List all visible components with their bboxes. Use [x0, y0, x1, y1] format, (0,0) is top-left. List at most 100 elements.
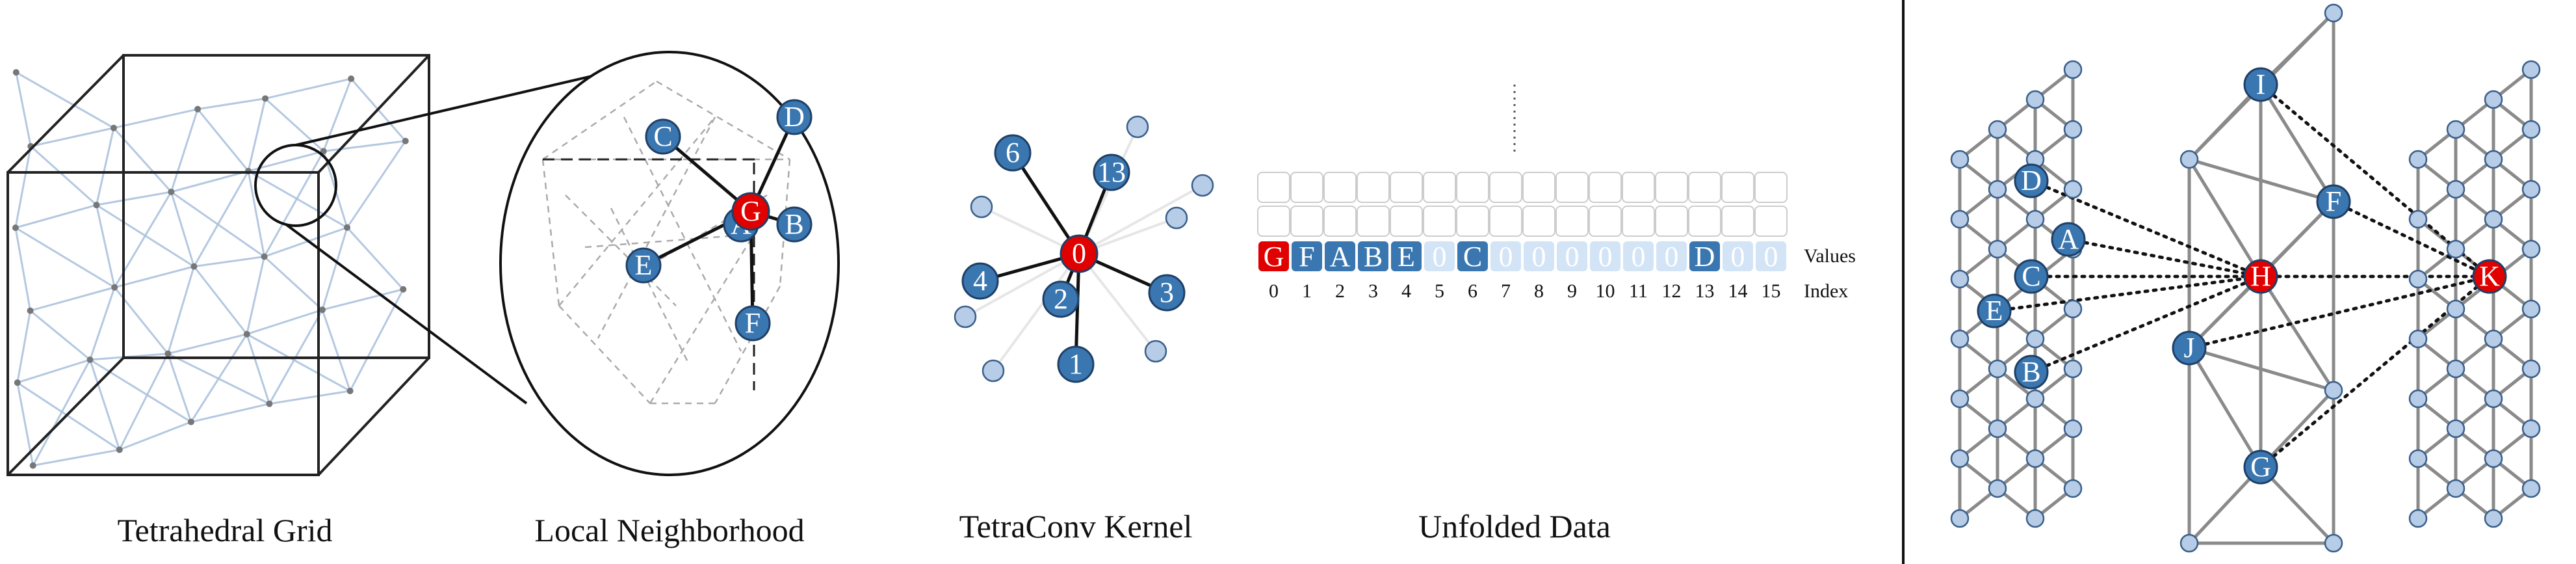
- kernel-small-node: [982, 359, 1005, 383]
- mesh-edge: [95, 204, 116, 288]
- lattice-node: [2446, 299, 2465, 319]
- mesh-edge: [16, 310, 32, 383]
- grid-mesh: [12, 69, 409, 469]
- mesh-edge: [247, 98, 267, 172]
- lattice-node: [2408, 150, 2428, 169]
- index-label: 8: [1534, 280, 1544, 302]
- left-layer-node-c-circle: [2014, 259, 2049, 294]
- value-cell-label: G: [1264, 241, 1284, 273]
- empty-cell: [1323, 206, 1357, 237]
- tetrahedral-grid-panel: Tetrahedral Grid: [7, 54, 654, 548]
- lattice-node: [1950, 150, 1970, 169]
- lattice-node: [2521, 299, 2541, 319]
- lattice-node: [2484, 509, 2503, 528]
- empty-cell: [1489, 172, 1522, 203]
- left-layer-node-e-circle: [1977, 293, 2012, 329]
- kernel-node-5-label: 1: [1069, 348, 1083, 380]
- mesh-vertex: [116, 446, 123, 453]
- mesh-vertex: [29, 462, 36, 469]
- index-label: 5: [1435, 280, 1444, 302]
- middle-layer-edge: [2259, 389, 2335, 468]
- index-label: 3: [1368, 280, 1378, 302]
- caption-unfolded-data: Unfolded Data: [1418, 508, 1611, 544]
- neighborhood-center-node: G: [731, 192, 770, 231]
- mesh-edge: [246, 256, 266, 335]
- mesh-vertex: [266, 400, 273, 407]
- lattice-node: [2484, 150, 2503, 169]
- value-cell: [1489, 240, 1522, 273]
- lattice-node: [2025, 509, 2045, 528]
- kernel-small-node: [970, 195, 993, 219]
- kernel-small-node: [1126, 115, 1149, 139]
- mesh-edge: [197, 97, 266, 111]
- mesh-edge: [14, 146, 32, 228]
- value-cell-label: D: [1695, 241, 1715, 273]
- mesh-vertex: [348, 75, 355, 83]
- lattice-node: [1988, 479, 2007, 498]
- lattice-node: [2063, 419, 2083, 438]
- lattice-node: [2446, 239, 2465, 259]
- empty-cell: [1323, 172, 1357, 203]
- lattice-node: [2063, 299, 2083, 319]
- value-cell: [1522, 240, 1555, 273]
- mesh-vertex: [402, 137, 409, 144]
- middle-layer-edge: [2187, 347, 2263, 468]
- empty-cell: [1456, 206, 1489, 237]
- kernel-small-node: [954, 305, 977, 329]
- kernel-small-node: [1144, 340, 1167, 363]
- right-layer-node-k: K: [2472, 259, 2507, 294]
- index-label: 14: [1728, 280, 1748, 302]
- dotted-connection: [1992, 275, 2263, 313]
- mesh-vertex: [190, 263, 198, 270]
- value-cell-label: 0: [1532, 241, 1546, 273]
- middle-layer-node-j-circle: [2172, 330, 2207, 366]
- mesh-edge: [168, 333, 248, 355]
- kernel-small-node: [1191, 174, 1214, 197]
- middle-layer-node-g-circle: [2243, 450, 2278, 485]
- empty-cell: [1688, 172, 1721, 203]
- kernel-node-3-label: 2: [1054, 283, 1068, 315]
- neighborhood-node-e-circle: [625, 247, 662, 284]
- mesh-edge: [89, 359, 121, 450]
- mesh-edge: [17, 358, 90, 384]
- kernel-edge: [1011, 152, 1081, 255]
- lattice-node: [2025, 389, 2045, 409]
- mesh-edge: [265, 77, 352, 100]
- lattice-node: [2521, 60, 2541, 79]
- lattice-node: [2484, 389, 2503, 409]
- empty-cell: [1754, 206, 1788, 237]
- index-label: 11: [1629, 280, 1648, 302]
- middle-layer-small-node: [2179, 533, 2199, 553]
- mesh-edge: [323, 140, 406, 152]
- kernel-node-3: 2: [1042, 280, 1080, 318]
- value-cell: [1290, 240, 1323, 273]
- mesh-edge: [265, 98, 324, 152]
- lattice-node: [2025, 90, 2045, 109]
- mesh-edge: [190, 333, 248, 423]
- lattice-node: [2446, 180, 2465, 199]
- mesh-edge: [89, 287, 116, 360]
- value-cell-label: F: [1299, 241, 1314, 273]
- kernel-node-0-label: 6: [1006, 137, 1020, 168]
- lattice-node: [2408, 509, 2428, 528]
- empty-cell: [1290, 206, 1323, 237]
- value-cell-label: 0: [1731, 241, 1745, 273]
- mesh-edge: [346, 226, 404, 290]
- mesh-edge: [89, 358, 192, 423]
- mesh-edge: [15, 72, 32, 147]
- middle-layer-edge: [2188, 466, 2262, 544]
- mesh-edge: [246, 333, 351, 392]
- mesh-vertex: [168, 189, 175, 196]
- lattice-node: [1988, 359, 2007, 379]
- middle-layer-node-g-label: G: [2250, 451, 2271, 483]
- value-cell: [1423, 240, 1456, 273]
- index-label: 12: [1662, 280, 1682, 302]
- mesh-edge: [263, 256, 323, 311]
- left-layer-node-d-label: D: [2021, 165, 2042, 196]
- mesh-edge: [96, 191, 172, 206]
- empty-cell: [1622, 206, 1655, 237]
- neighborhood-node-e: E: [625, 247, 662, 284]
- mesh-edge: [321, 309, 352, 392]
